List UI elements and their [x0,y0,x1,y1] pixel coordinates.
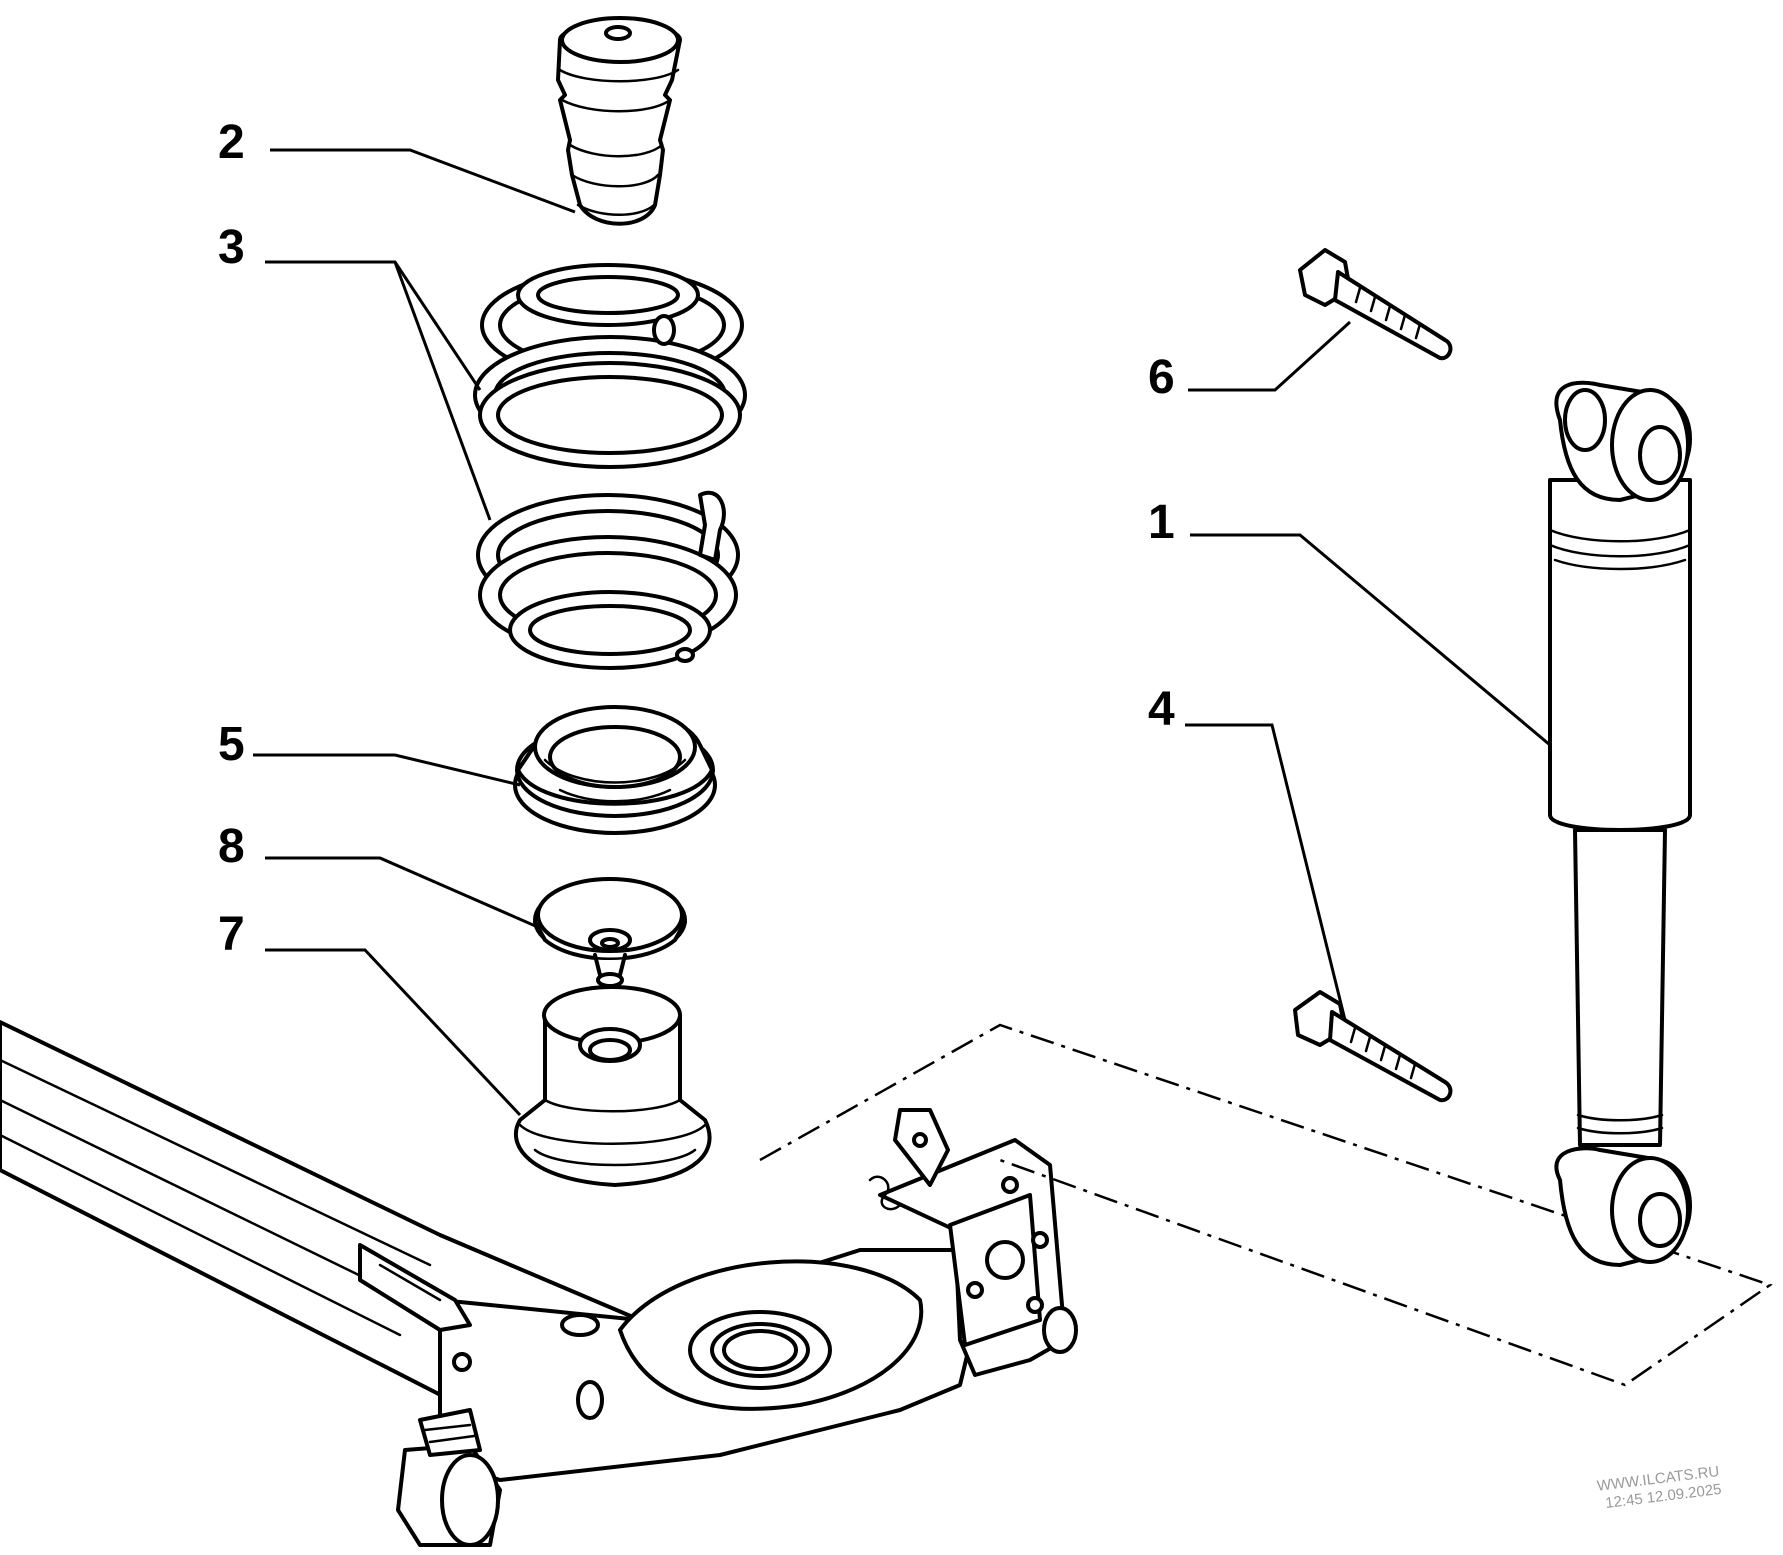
leader-3b [393,261,492,521]
leader-5 [253,753,521,787]
callout-2: 2 [218,116,245,169]
callout-7: 7 [218,908,245,961]
callout-4: 4 [1148,683,1175,736]
rear-axle-beam [0,1020,1078,1547]
callout-6: 6 [1148,351,1175,404]
leader-3 [265,260,482,391]
leader-lines [253,148,1551,1117]
leader-1 [1190,533,1551,747]
shock-absorber [1548,380,1692,1267]
lower-bolt [1293,990,1453,1103]
coil-spring [473,263,747,670]
spring-seat [513,705,717,835]
lower-insulator [513,985,712,1187]
rubber-pad [533,877,687,988]
leader-8 [265,856,541,930]
upper-bolt [1298,248,1453,361]
callout-3: 3 [218,221,245,274]
callout-8: 8 [218,820,245,873]
leader-2 [270,148,576,214]
callout-5: 5 [218,718,245,771]
bump-stop [556,16,682,226]
callout-labels: 2 3 5 8 7 6 1 4 [218,116,1175,961]
assembly-boundary [759,1023,1773,1387]
callout-1: 1 [1148,496,1175,549]
leader-7 [265,948,522,1117]
leader-4 [1185,723,1347,1021]
leader-6 [1188,320,1352,392]
